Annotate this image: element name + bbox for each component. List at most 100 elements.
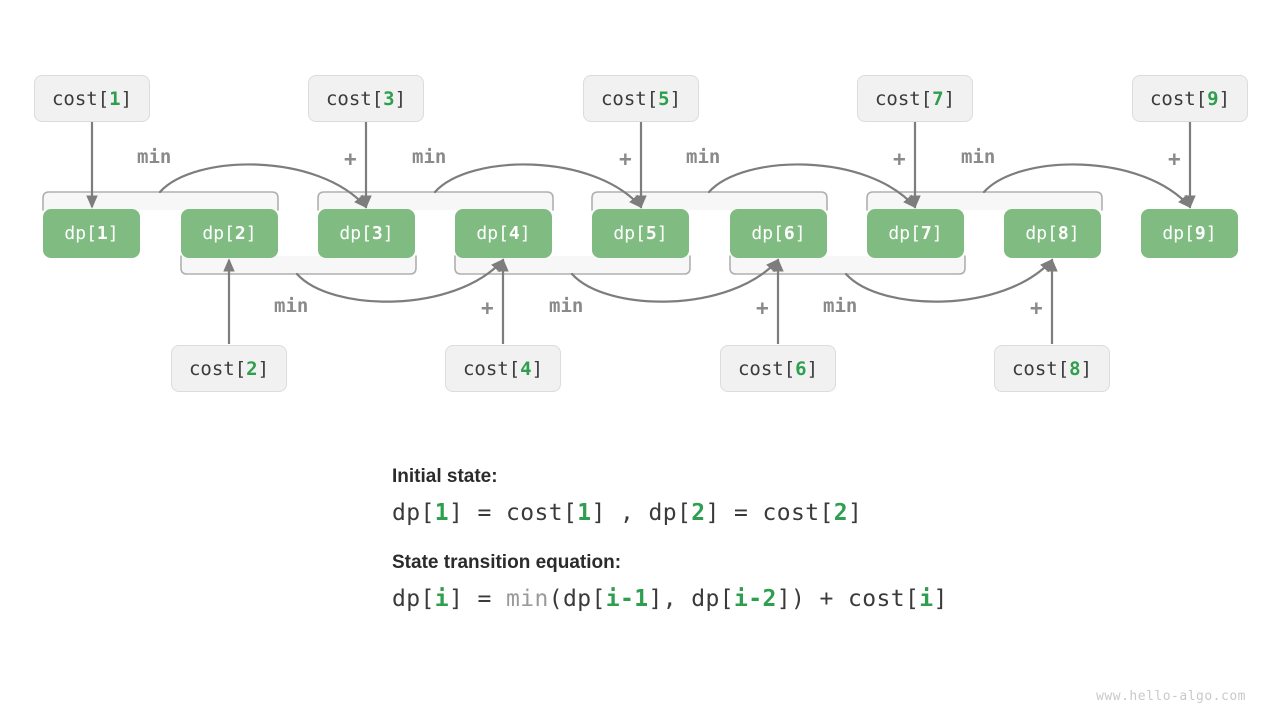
dp-box-9: dp[9]: [1141, 209, 1238, 258]
bracket-bb-3: [729, 255, 966, 275]
cost-box-index: 8: [1069, 357, 1081, 380]
dp-box-7: dp[7]: [867, 209, 964, 258]
dp-box-index: 4: [508, 223, 520, 244]
cost-box-8: cost[8]: [994, 345, 1110, 392]
bracket-fill-bb-1: [181, 256, 416, 274]
bracket-bb-2: [454, 255, 691, 275]
transition-heading: State transition equation:: [392, 552, 622, 573]
cost-box-index: 4: [520, 357, 532, 380]
dp-box-index: 2: [234, 223, 246, 244]
dp-box-prefix: dp[: [888, 223, 921, 244]
operator-label-plus-b3: +: [1030, 296, 1043, 320]
cost-box-prefix: cost[: [51, 87, 110, 110]
cost-box-index: 9: [1207, 87, 1219, 110]
min-curve-ct-2: [433, 163, 643, 209]
bracket-fill-bb-3: [730, 256, 965, 274]
dp-box-prefix: dp[: [476, 223, 509, 244]
cost-box-6: cost[6]: [720, 345, 836, 392]
bracket-bt-1: [42, 191, 279, 211]
operator-label-min-4: min: [961, 146, 996, 168]
operator-label-plus-3: +: [893, 147, 906, 171]
dp-box-suffix: ]: [245, 223, 257, 244]
dp-box-prefix: dp[: [751, 223, 784, 244]
transition-token-10: ]: [933, 586, 948, 612]
dp-box-suffix: ]: [1068, 223, 1080, 244]
bracket-fill-bt-2: [318, 192, 553, 210]
min-curve-ct-4: [982, 163, 1192, 209]
transition-token-7: i-2: [733, 586, 777, 612]
dp-box-index: 9: [1194, 223, 1206, 244]
cost-box-suffix: ]: [394, 87, 407, 110]
dp-box-8: dp[8]: [1004, 209, 1101, 258]
min-curve-cb-2: [570, 258, 780, 303]
transition-token-4: (dp[: [548, 586, 606, 612]
transition-token-6: ], dp[: [648, 586, 734, 612]
bracket-bt-2: [317, 191, 554, 211]
dp-box-prefix: dp[: [1162, 223, 1195, 244]
transition-token-8: ]) + cost[: [776, 586, 920, 612]
transition-token-1: i: [434, 586, 449, 612]
bracket-bt-4: [866, 191, 1103, 211]
transition-formula: dp[i] = min(dp[i-1], dp[i-2]) + cost[i]: [392, 586, 1032, 612]
dp-box-2: dp[2]: [181, 209, 278, 258]
dp-box-3: dp[3]: [318, 209, 415, 258]
cost-box-9: cost[9]: [1132, 75, 1248, 122]
cost-box-4: cost[4]: [445, 345, 561, 392]
dp-box-suffix: ]: [794, 223, 806, 244]
min-curve-cb-3: [844, 258, 1054, 303]
cost-box-prefix: cost[: [462, 357, 521, 380]
transition-token-9: i: [919, 586, 934, 612]
operator-label-min-1: min: [137, 146, 172, 168]
min-curve-cb-1: [295, 258, 505, 303]
cost-box-index: 2: [246, 357, 258, 380]
dp-box-prefix: dp[: [339, 223, 372, 244]
initial-state-token-3: 1: [577, 500, 592, 526]
cost-box-prefix: cost[: [1011, 357, 1070, 380]
min-curve-ct-3: [707, 163, 917, 209]
dp-box-suffix: ]: [382, 223, 394, 244]
dp-box-prefix: dp[: [613, 223, 646, 244]
transition-token-3: min: [506, 586, 549, 612]
dp-box-index: 3: [371, 223, 383, 244]
cost-box-prefix: cost[: [1149, 87, 1208, 110]
cost-box-suffix: ]: [120, 87, 133, 110]
bracket-fill-bt-4: [867, 192, 1102, 210]
initial-state-token-5: 2: [691, 500, 706, 526]
cost-box-suffix: ]: [943, 87, 956, 110]
operator-label-min-3: min: [686, 146, 721, 168]
dp-box-5: dp[5]: [592, 209, 689, 258]
bracket-fill-bb-2: [455, 256, 690, 274]
dp-box-4: dp[4]: [455, 209, 552, 258]
cost-box-3: cost[3]: [308, 75, 424, 122]
formula-block: Initial state: dp[1] = cost[1] , dp[2] =…: [392, 466, 1032, 638]
cost-box-suffix: ]: [669, 87, 682, 110]
operator-label-min-b1: min: [274, 295, 309, 317]
dp-box-index: 7: [920, 223, 932, 244]
bracket-fill-bt-1: [43, 192, 278, 210]
cost-box-prefix: cost[: [600, 87, 659, 110]
initial-state-token-8: ]: [847, 500, 863, 526]
dp-box-1: dp[1]: [43, 209, 140, 258]
cost-box-index: 1: [109, 87, 121, 110]
initial-state-token-6: ] = cost[: [705, 500, 834, 526]
cost-box-1: cost[1]: [34, 75, 150, 122]
cost-box-prefix: cost[: [188, 357, 247, 380]
transition-token-0: dp[: [392, 586, 435, 612]
cost-box-index: 5: [658, 87, 670, 110]
dp-box-suffix: ]: [107, 223, 119, 244]
operator-label-plus-b2: +: [756, 296, 769, 320]
dp-box-index: 5: [645, 223, 657, 244]
initial-state-token-2: ] = cost[: [449, 500, 578, 526]
initial-state-heading: Initial state:: [392, 466, 498, 487]
cost-box-prefix: cost[: [325, 87, 384, 110]
cost-box-index: 7: [932, 87, 944, 110]
cost-box-prefix: cost[: [737, 357, 796, 380]
dp-box-6: dp[6]: [730, 209, 827, 258]
operator-label-plus-b1: +: [481, 296, 494, 320]
cost-box-index: 3: [383, 87, 395, 110]
dp-box-index: 1: [96, 223, 108, 244]
operator-label-plus-2: +: [619, 147, 632, 171]
operator-label-plus-1: +: [344, 147, 357, 171]
initial-state-formula: dp[1] = cost[1] , dp[2] = cost[2]: [392, 500, 1032, 526]
